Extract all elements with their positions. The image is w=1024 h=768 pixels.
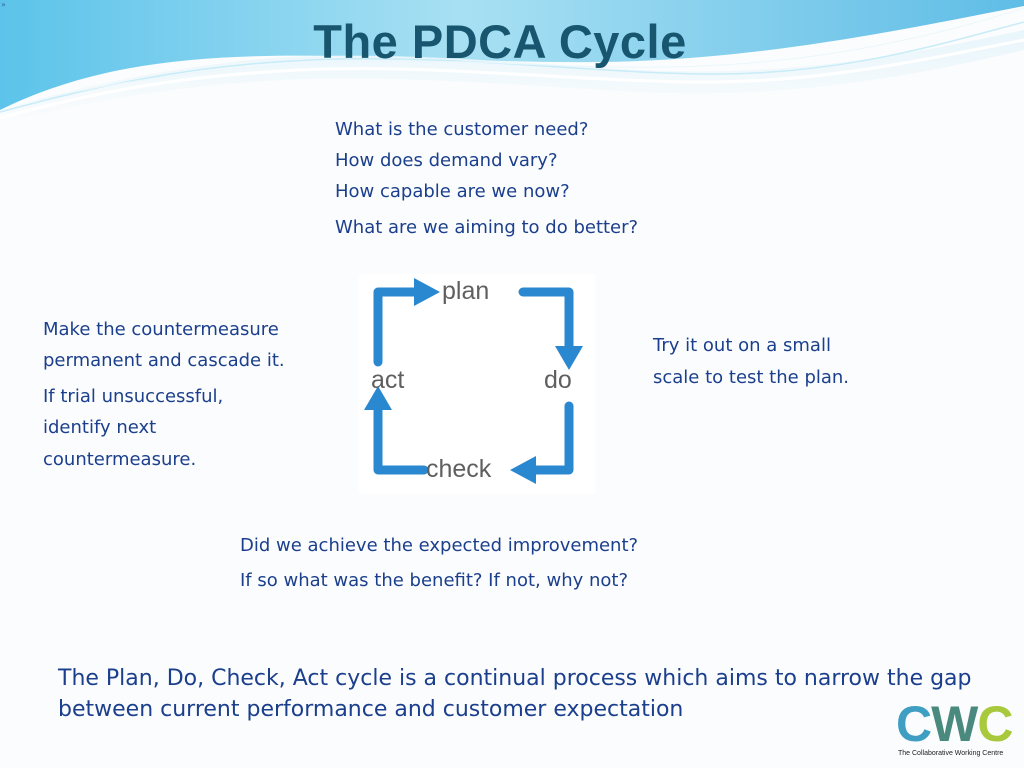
act-note: Make the countermeasure — [43, 319, 279, 340]
summary-text: The Plan, Do, Check, Act cycle is a cont… — [58, 666, 972, 722]
arrowhead-act — [364, 386, 392, 410]
act-note: identify next — [43, 417, 157, 438]
act-note: countermeasure. — [43, 449, 197, 470]
cwc-logo-letters: CWC — [896, 696, 1013, 752]
do-note: Try it out on a small — [653, 335, 831, 356]
arrow-do-to-check — [529, 401, 574, 475]
chevron-right-icon[interactable]: » — [1, 0, 6, 9]
cycle-label-do: do — [544, 366, 572, 394]
arrow-plan-to-do — [518, 287, 574, 353]
plan-question: How capable are we now? — [335, 181, 570, 202]
slide-title: The PDCA Cycle — [313, 15, 687, 68]
cycle-label-check: check — [426, 455, 492, 483]
cwc-logo: CWC The Collaborative Working Centre — [893, 696, 1018, 764]
pdca-cycle-diagram: plan do check act — [358, 274, 595, 494]
act-note: permanent and cascade it. — [43, 350, 285, 371]
cycle-label-plan: plan — [442, 277, 490, 305]
arrowhead-check — [510, 456, 536, 484]
logo-tagline: The Collaborative Working Centre — [898, 750, 1004, 757]
arrowhead-do — [555, 346, 583, 370]
logo-letter-c1: C — [896, 696, 932, 752]
logo-letter-c2: C — [977, 696, 1013, 752]
plan-question: What are we aiming to do better? — [335, 217, 639, 238]
act-note: If trial unsuccessful, — [43, 386, 224, 407]
arrowhead-plan — [414, 278, 440, 306]
check-question: If so what was the benefit? If not, why … — [240, 570, 629, 591]
arrow-check-to-act — [373, 403, 429, 475]
logo-letter-w: W — [931, 696, 978, 752]
check-question: Did we achieve the expected improvement? — [240, 535, 639, 556]
cycle-label-act: act — [371, 366, 405, 394]
plan-question: What is the customer need? — [335, 119, 589, 140]
plan-question: How does demand vary? — [335, 150, 558, 171]
cycle-arrows — [364, 278, 583, 484]
arrow-act-to-plan — [373, 287, 421, 367]
do-note: scale to test the plan. — [653, 367, 850, 388]
